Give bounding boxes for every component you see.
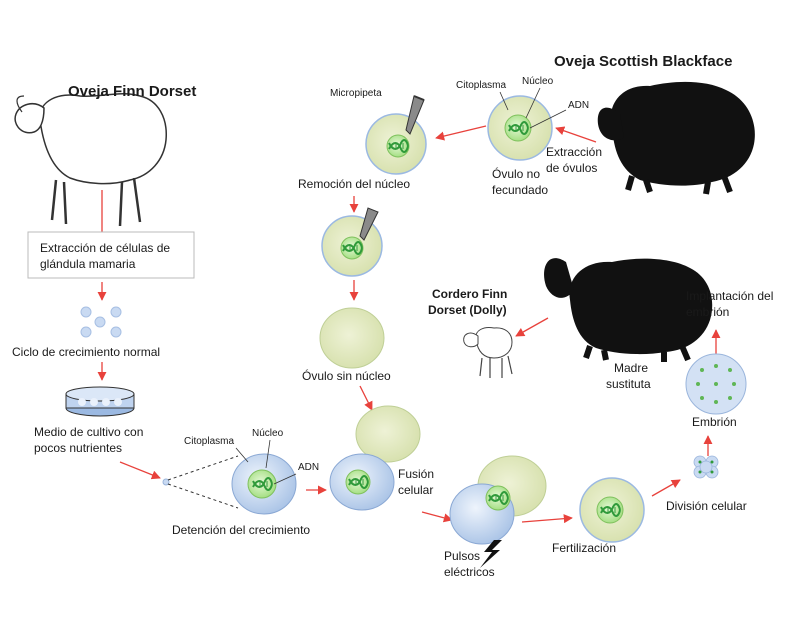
arrow-surrogate-to-lamb	[515, 317, 549, 337]
unfertilized-ovum-cell	[487, 87, 567, 161]
micropipette-icon	[405, 95, 425, 135]
egg-extraction-label-1: Extracción	[546, 145, 602, 159]
arrow-fusion-to-pulse	[421, 511, 453, 523]
growth-arrest-label: Detención del crecimiento	[172, 523, 310, 537]
finn-dorset-title: Oveja Finn Dorset	[68, 83, 196, 100]
dolly-lamb-icon	[463, 327, 513, 378]
enucleated-ovum-label: Óvulo sin núcleo	[302, 368, 391, 383]
scottish-blackface-sheep-icon	[597, 81, 755, 195]
implantation-label-2: embrión	[686, 305, 729, 319]
surrogate-mother-label-2: sustituta	[606, 377, 651, 391]
fusion-label-1: Fusión	[398, 467, 434, 481]
scottish-blackface-title: Oveja Scottish Blackface	[554, 53, 732, 70]
egg-extraction-label-2: de óvulos	[546, 161, 597, 175]
unfertilized-ovum-label-2: fecundado	[492, 183, 548, 197]
culture-medium-label-1: Medio de cultivo con	[34, 425, 143, 439]
surrogate-mother-label-1: Madre	[614, 361, 648, 375]
pulses-label-1: Pulsos	[444, 549, 480, 563]
dna-bottom-label: ADN	[298, 462, 319, 473]
embryo-cell	[685, 353, 747, 415]
dolly-label-2: Dorset (Dolly)	[428, 303, 507, 317]
enucleated-ovum-cell	[319, 307, 385, 369]
embryo-label: Embrión	[692, 415, 737, 429]
dolly-label-1: Cordero Finn	[432, 287, 507, 301]
surrogate-mother-sheep-icon	[544, 258, 713, 362]
cell-fusion-cells	[329, 405, 421, 511]
nucleus-removal-cell	[365, 113, 427, 175]
fusion-label-2: celular	[398, 483, 433, 497]
nucleus-removal-label: Remoción del núcleo	[298, 177, 410, 191]
nucleus-extraction-cell	[321, 207, 383, 277]
finn-dorset-sheep-icon	[14, 93, 167, 227]
fertilization-label: Fertilización	[552, 541, 616, 555]
electric-pulse-cells	[449, 455, 547, 545]
cell-division-cluster	[693, 455, 719, 479]
cell-division-dna	[698, 460, 714, 474]
arrow-enucleated-to-fusion	[359, 385, 373, 411]
mammary-extraction-label-1: Extracción de células de	[40, 241, 170, 255]
mammary-extraction-label-2: glándula mamaria	[40, 257, 136, 271]
growth-arrest-cell	[162, 439, 297, 515]
micropipette-label: Micropipeta	[330, 88, 382, 99]
arrow-pulse-to-fertilization	[521, 514, 573, 524]
cytoplasm-top-label: Citoplasma	[456, 80, 506, 91]
growth-cycle-label: Ciclo de crecimiento normal	[12, 345, 160, 359]
fertilization-cell	[579, 477, 645, 543]
implantation-label-1: Implantación del	[686, 289, 773, 303]
arrow-culture-to-arrest	[119, 461, 161, 480]
dna-top-label: ADN	[568, 100, 589, 111]
cytoplasm-bottom-label: Citoplasma	[184, 436, 234, 447]
arrow-fertilization-to-division	[651, 479, 681, 497]
nucleus-bottom-label: Núcleo	[252, 428, 284, 439]
nucleus-top-label: Núcleo	[522, 76, 554, 87]
unfertilized-ovum-label-1: Óvulo no	[492, 166, 540, 181]
pulses-label-2: eléctricos	[444, 565, 495, 579]
cell-division-label: División celular	[666, 499, 747, 513]
arrow-blackface-to-ovum	[555, 126, 597, 143]
arrow-ovum-to-pipette	[435, 125, 487, 141]
lightning-icon	[480, 540, 502, 568]
petri-dish-icon	[65, 386, 135, 417]
mammary-extraction-box	[27, 231, 195, 279]
growth-cycle-cells	[80, 306, 122, 338]
culture-medium-label-2: pocos nutrientes	[34, 441, 122, 455]
